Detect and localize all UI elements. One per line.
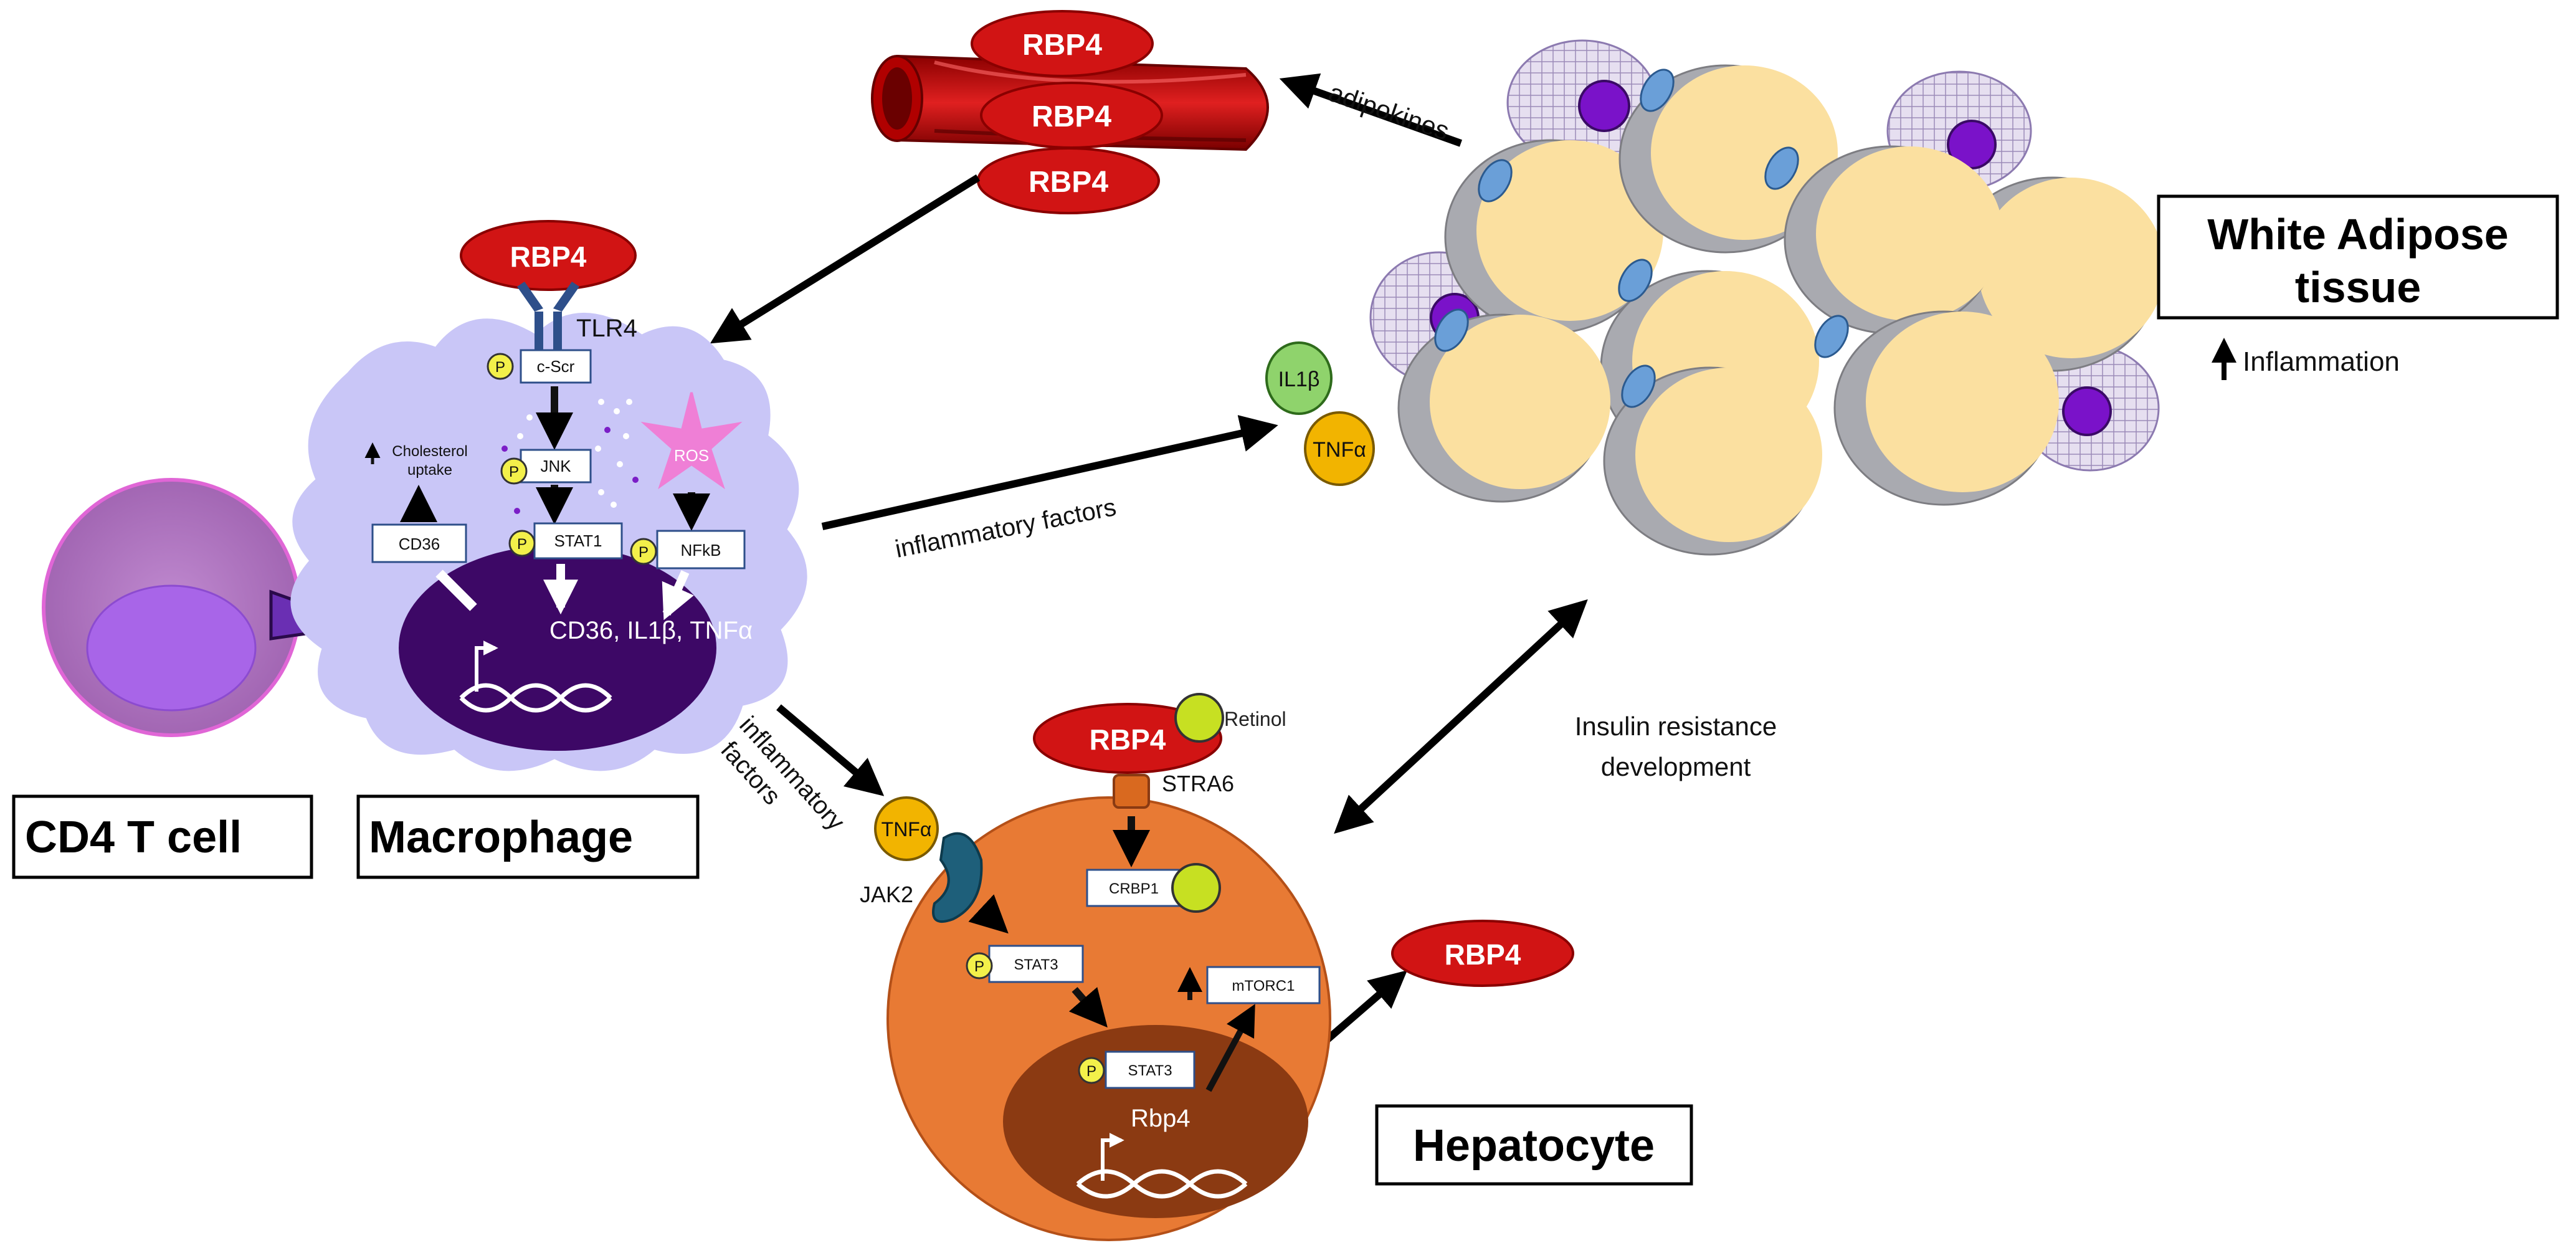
jnk-box: JNK <box>520 449 592 484</box>
tnfa-label: TNFα <box>1313 438 1366 462</box>
il1b-circle: IL1β <box>1265 341 1333 415</box>
rbp4-vessel-mid-label: RBP4 <box>1032 100 1111 133</box>
macrophage-nucleus-genes: CD36, IL1β, TNFα <box>549 617 753 644</box>
macrophage-label: Macrophage <box>369 812 633 862</box>
adipocyte <box>1814 310 2059 506</box>
rbp4-vessel-bottom-label: RBP4 <box>1029 166 1108 199</box>
nfkb-box: NFkB <box>656 530 746 569</box>
mtorc1-box: mTORC1 <box>1206 966 1321 1004</box>
wat-label-line1: White Adipose <box>2207 210 2509 259</box>
cd36-label: CD36 <box>399 535 440 553</box>
tlr4-label: TLR4 <box>576 315 637 342</box>
arrow-nfkb-nucleus <box>662 570 694 621</box>
il1b-label: IL1β <box>1278 368 1320 391</box>
tnfa-hepatocyte: TNFα <box>874 796 939 861</box>
arrow-nucleus-mtorc1 <box>1205 1004 1255 1092</box>
retinol-label: Retinol <box>1224 708 1286 730</box>
p-jnk: P <box>500 457 528 485</box>
arrow-nucleus-cd36 <box>435 569 477 611</box>
p-stat1-label: P <box>517 536 527 553</box>
arrow-stat3-nucleus <box>1068 987 1108 1028</box>
main-arrows <box>710 73 1588 1118</box>
p-stat3-nucleus-label: P <box>1086 1063 1096 1080</box>
p-stat3-nucleus: P <box>1078 1057 1105 1084</box>
macrophage-nucleus: CD36, IL1β, TNFα <box>399 545 753 751</box>
stat3-nucleus-label: STAT3 <box>1128 1062 1172 1079</box>
jak2-label: JAK2 <box>860 882 913 907</box>
adipocyte <box>1444 139 1663 335</box>
rbp4-hepatocyte: RBP4 <box>1033 703 1222 774</box>
rbp4-gene-label: Rbp4 <box>1131 1105 1191 1132</box>
stat3-nucleus-box: STAT3 <box>1105 1051 1195 1089</box>
csrc-label: c-Scr <box>537 357 575 376</box>
ros-dots <box>501 399 639 514</box>
rbp4-vessel-mid: RBP4 <box>980 82 1163 149</box>
uptake-label: uptake <box>407 462 452 479</box>
rbp4-vessel-bottom: RBP4 <box>977 147 1160 214</box>
adipocyte <box>1618 64 1838 254</box>
wat-label-box: White Adipose tissue <box>2157 194 2559 320</box>
arrow-inflammatory-factors <box>821 415 1278 530</box>
adipokines-label: adipokines <box>1325 77 1453 146</box>
hepatocyte-label: Hepatocyte <box>1413 1121 1655 1171</box>
nfkb-label: NFkB <box>681 541 721 560</box>
cholesterol-label: Cholesterol <box>392 443 467 460</box>
p-nfkb: P <box>630 538 657 565</box>
p-stat3: P <box>966 952 993 979</box>
arrow-vessel-to-macrophage <box>710 174 981 344</box>
csrc-box: c-Scr <box>520 349 592 384</box>
retinol-crbp1-circle <box>1171 863 1221 913</box>
p-stat1: P <box>508 530 536 557</box>
rbp4-vessel-top: RBP4 <box>971 10 1154 77</box>
rbp4-vessel-top-label: RBP4 <box>1022 29 1102 62</box>
p-csrc: P <box>487 353 514 380</box>
tnfa-circle: TNFα <box>1304 411 1375 486</box>
crbp1-label: CRBP1 <box>1109 880 1159 897</box>
crbp1-box: CRBP1 <box>1086 869 1182 907</box>
rbp4-hepatocyte-label: RBP4 <box>1090 723 1166 756</box>
inflammation-label: Inflammation <box>2243 346 2400 377</box>
hepatocyte-label-box: Hepatocyte <box>1375 1104 1693 1186</box>
adipocyte <box>1397 308 1610 503</box>
macrophage-label-box: Macrophage <box>356 794 700 879</box>
insulin-resistance-development-label: development <box>1601 752 1751 781</box>
rbp4-secreted-label: RBP4 <box>1445 938 1521 971</box>
insulin-resistance-label: Insulin resistance <box>1575 712 1777 741</box>
p-nfkb-label: P <box>639 544 649 561</box>
p-jnk-label: P <box>509 464 519 480</box>
arrow-jak2-stat3 <box>968 894 1009 934</box>
p-csrc-label: P <box>495 359 505 376</box>
jnk-label: JNK <box>540 457 571 475</box>
arrow-insulin-resistance <box>1334 599 1588 834</box>
stra6-label: STRA6 <box>1162 771 1234 796</box>
p-stat3-label: P <box>974 958 984 975</box>
stra6-receptor <box>1113 774 1150 809</box>
adipocyte <box>1603 365 1822 556</box>
rbp4-macrophage: RBP4 <box>460 220 637 291</box>
adipocyte <box>1797 162 1984 324</box>
stat1-box: STAT1 <box>533 522 623 560</box>
cd4-t-cell <box>42 478 336 737</box>
wat-label-line2: tissue <box>2295 263 2421 312</box>
cd4-label-box: CD4 T cell <box>12 794 313 879</box>
tlr4-receptor <box>517 282 579 350</box>
adipose-cluster <box>1369 39 2165 556</box>
arrow-inflammatory-factors-hepatocyte <box>776 704 885 796</box>
stat1-label: STAT1 <box>554 531 602 550</box>
cd36-box: CD36 <box>371 523 467 563</box>
tnfa-hepatocyte-label: TNFα <box>882 818 932 841</box>
ros-label: ROS <box>674 446 709 465</box>
retinol-circle <box>1174 693 1224 743</box>
stat3-label: STAT3 <box>1014 956 1058 973</box>
rbp4-macrophage-label: RBP4 <box>510 241 587 273</box>
adipocyte <box>1764 145 2003 335</box>
mtorc1-label: mTORC1 <box>1232 978 1295 994</box>
rbp4-secreted: RBP4 <box>1391 920 1574 987</box>
ros-star: ROS <box>640 392 743 490</box>
stat3-box: STAT3 <box>988 945 1084 983</box>
cd4-label: CD4 T cell <box>25 812 242 862</box>
arrow-adipokines <box>1279 73 1463 147</box>
